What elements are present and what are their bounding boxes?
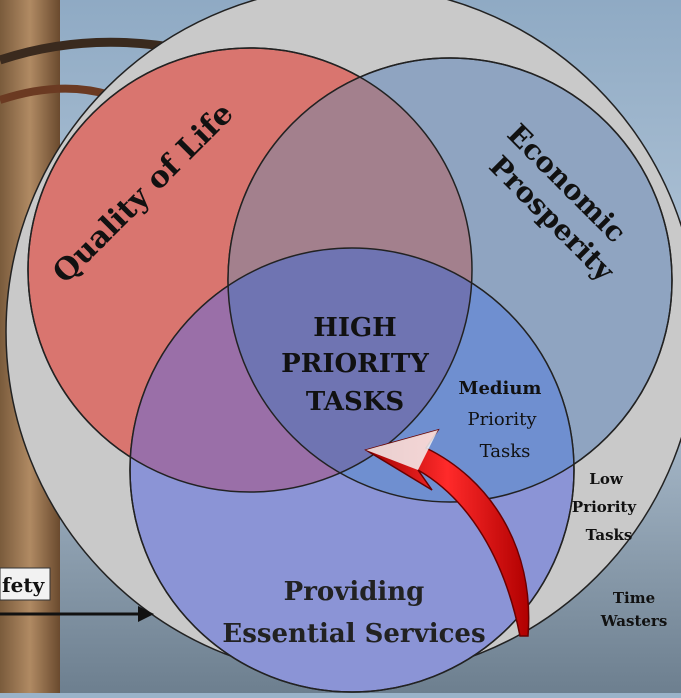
essential-services-outline bbox=[129, 247, 575, 693]
quality-of-life-outline bbox=[27, 47, 473, 493]
center-label-line3: TASKS bbox=[306, 387, 404, 417]
center-label-line1: HIGH bbox=[313, 313, 397, 343]
economic-prosperity-outline bbox=[227, 57, 673, 503]
time-wasters-line2: Wasters bbox=[600, 612, 668, 630]
safety-arrow-head bbox=[138, 606, 154, 622]
center-label-line2: PRIORITY bbox=[281, 349, 429, 379]
medium-label-line1: Medium bbox=[459, 378, 542, 399]
time-wasters-line1: Time bbox=[613, 589, 655, 607]
low-label-line1: Low bbox=[589, 470, 624, 488]
low-label-line2: Priority bbox=[572, 498, 637, 516]
services-label-line1: Providing bbox=[284, 577, 425, 607]
rusty-wire bbox=[0, 84, 112, 104]
priority-arrow-highlight bbox=[366, 430, 438, 470]
medium-label-line3: Tasks bbox=[480, 441, 531, 462]
low-label-line3: Tasks bbox=[586, 526, 633, 544]
services-label-line2: Essential Services bbox=[222, 619, 485, 649]
medium-label-line2: Priority bbox=[467, 409, 537, 430]
safety-label-box bbox=[0, 567, 51, 601]
safety-label: fety bbox=[2, 573, 46, 597]
